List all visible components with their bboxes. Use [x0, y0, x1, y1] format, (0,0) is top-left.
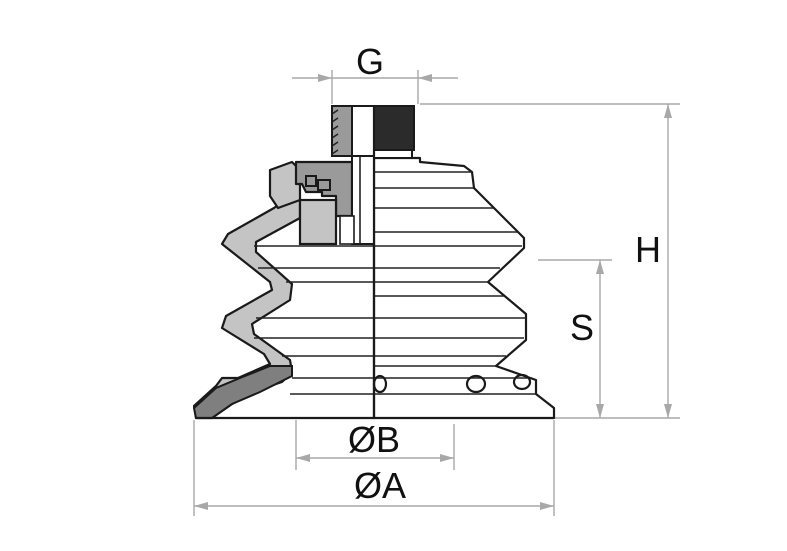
label-a: ØA — [354, 465, 406, 506]
bellows-section-half — [192, 104, 376, 420]
thread-teeth — [331, 109, 339, 155]
thread-stud-section — [331, 105, 353, 157]
thread-stud-exterior — [373, 105, 415, 151]
bellows-exterior-half — [372, 105, 556, 420]
label-g: G — [356, 41, 384, 82]
label-b: ØB — [348, 419, 400, 460]
label-h: H — [635, 229, 661, 270]
label-s: S — [570, 307, 594, 348]
dimension-lines — [193, 70, 680, 516]
